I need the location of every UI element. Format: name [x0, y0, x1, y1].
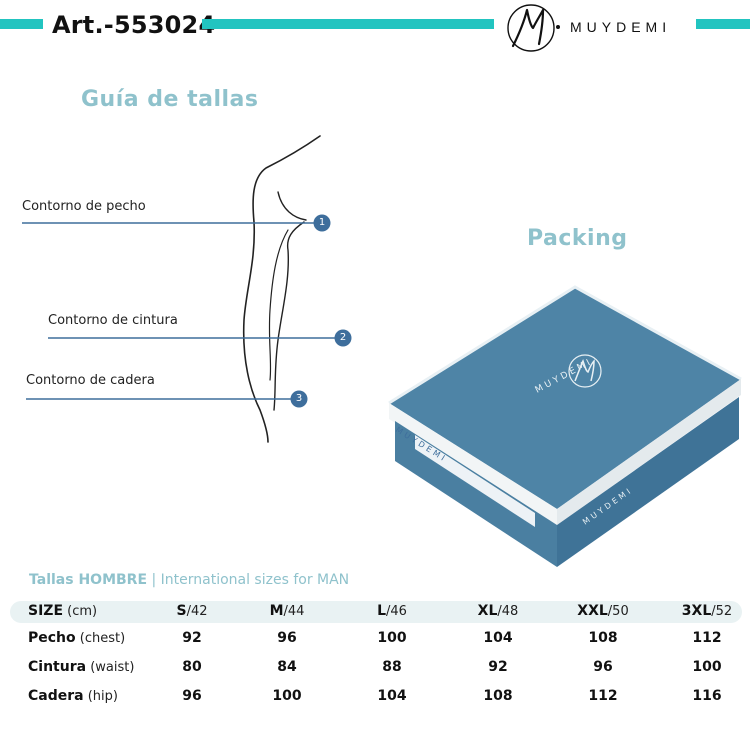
size-col-xxl: XXL/50 — [577, 603, 629, 619]
table-cell: 88 — [382, 659, 402, 675]
size-header-label: SIZE (cm) — [28, 603, 98, 619]
size-table-caption-rest: | International sizes for MAN — [147, 572, 350, 588]
measure-line-hip — [26, 390, 308, 408]
table-cell: 96 — [182, 688, 202, 704]
table-cell: 96 — [593, 659, 613, 675]
row-label-chest: Pecho (chest) — [28, 630, 126, 646]
measure-marker-2: 2 — [339, 332, 347, 343]
packing-box-illustration: MUYDEMI MUYDEMI MUYDEMI — [388, 285, 742, 567]
header-bar-left — [0, 19, 43, 29]
size-table-header-band — [10, 601, 742, 623]
measure-label-hip: Contorno de cadera — [26, 373, 155, 388]
table-cell: 100 — [692, 659, 722, 675]
table-cell: 116 — [692, 688, 722, 704]
table-cell: 92 — [182, 630, 202, 646]
size-guide-title: Guía de tallas — [81, 87, 259, 112]
table-cell: 100 — [272, 688, 302, 704]
size-table-caption-strong: Tallas HOMBRE — [29, 572, 148, 588]
table-cell: 92 — [488, 659, 508, 675]
table-cell: 104 — [377, 688, 407, 704]
body-silhouette — [242, 135, 321, 443]
row-label-hip: Cadera (hip) — [28, 688, 118, 704]
table-cell: 108 — [483, 688, 513, 704]
row-label-waist: Cintura (waist) — [28, 659, 135, 675]
size-col-s: S/42 — [176, 603, 208, 619]
size-col-3xl: 3XL/52 — [681, 603, 733, 619]
packing-title: Packing — [527, 226, 628, 251]
table-cell: 112 — [588, 688, 618, 704]
table-cell: 84 — [277, 659, 297, 675]
table-cell: 104 — [483, 630, 513, 646]
table-cell: 108 — [588, 630, 618, 646]
measure-marker-3: 3 — [295, 393, 303, 404]
measure-label-waist: Contorno de cintura — [48, 313, 178, 328]
header-bar-right — [696, 19, 750, 29]
header-bar-middle — [202, 19, 494, 29]
table-cell: 80 — [182, 659, 202, 675]
measure-line-waist — [48, 329, 352, 347]
article-number: Art.-553024 — [52, 11, 216, 39]
size-col-l: L/46 — [377, 603, 407, 619]
table-cell: 96 — [277, 630, 297, 646]
measure-marker-1: 1 — [318, 217, 326, 228]
size-col-xl: XL/48 — [477, 603, 519, 619]
table-cell: 100 — [377, 630, 407, 646]
size-table-caption: Tallas HOMBRE | International sizes for … — [29, 572, 349, 588]
measure-label-chest: Contorno de pecho — [22, 199, 146, 214]
brand-name: MUYDEMI — [570, 19, 672, 35]
size-col-m: M/44 — [269, 603, 305, 619]
table-cell: 112 — [692, 630, 722, 646]
measure-line-chest — [22, 214, 331, 232]
brand-logo-icon — [507, 4, 560, 52]
